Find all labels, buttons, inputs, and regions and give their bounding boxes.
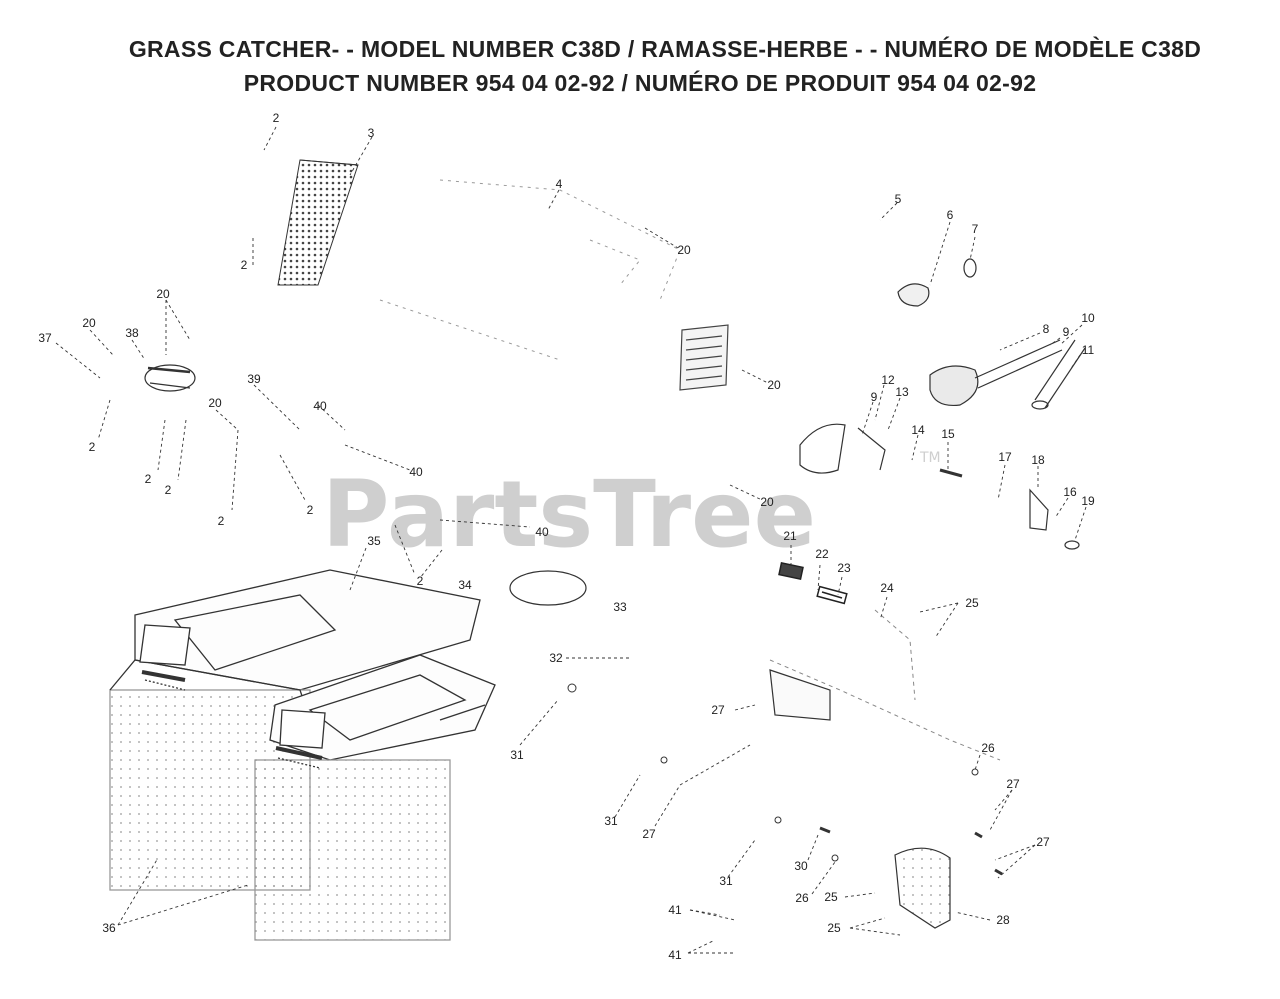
part-number-label: 28 bbox=[996, 913, 1010, 927]
part-number-label: 2 bbox=[307, 503, 314, 517]
part-number-label: 19 bbox=[1081, 494, 1095, 508]
part-number-label: 5 bbox=[895, 192, 902, 206]
part-number-label: 2 bbox=[218, 514, 225, 528]
part-number-label: 32 bbox=[549, 651, 563, 665]
part-number-label: 11 bbox=[1082, 343, 1095, 357]
part-number-label: 27 bbox=[642, 827, 656, 841]
part-number-label: 40 bbox=[313, 399, 327, 413]
part-number-label: 20 bbox=[760, 495, 774, 509]
part-number-label: 25 bbox=[965, 596, 979, 610]
vent-grille-part bbox=[679, 324, 729, 391]
part-number-label: 20 bbox=[677, 243, 691, 257]
part-number-label: 36 bbox=[102, 921, 116, 935]
mounting-bracket-part bbox=[894, 847, 951, 929]
part-number-label: 31 bbox=[604, 814, 618, 828]
latch-hook-parts bbox=[1029, 488, 1080, 550]
part-number-label: 34 bbox=[458, 578, 472, 592]
part-number-label: 14 bbox=[911, 423, 925, 437]
part-number-label: 27 bbox=[1006, 777, 1020, 791]
dump-handle-parts bbox=[897, 258, 1086, 410]
watermark: PartsTree TM bbox=[322, 450, 941, 568]
title-line-2: PRODUCT NUMBER 954 04 02-92 / NUMÉRO DE … bbox=[243, 70, 1037, 96]
part-number-label: 37 bbox=[38, 331, 52, 345]
part-number-label: 27 bbox=[1036, 835, 1050, 849]
part-number-label: 40 bbox=[535, 525, 549, 539]
part-number-label: 10 bbox=[1081, 311, 1095, 325]
part-number-label: 15 bbox=[941, 427, 955, 441]
part-number-label: 41 bbox=[668, 948, 682, 962]
frame-bracket-part bbox=[769, 609, 1001, 761]
part-number-label: 26 bbox=[981, 741, 995, 755]
part-number-label: 24 bbox=[880, 581, 894, 595]
part-number-label: 41 bbox=[668, 903, 682, 917]
part-number-label: 2 bbox=[145, 472, 152, 486]
part-number-label: 2 bbox=[241, 258, 248, 272]
part-number-label: 3 bbox=[368, 126, 375, 140]
hinge-bracket-part bbox=[144, 364, 196, 392]
part-number-label: 23 bbox=[837, 561, 851, 575]
diagram-title: GRASS CATCHER- - MODEL NUMBER C38D / RAM… bbox=[0, 32, 1280, 100]
part-number-label: 16 bbox=[1063, 485, 1077, 499]
part-number-label: 20 bbox=[208, 396, 222, 410]
hitch-plate-part bbox=[769, 669, 831, 721]
part-number-label: 25 bbox=[827, 921, 841, 935]
latch-bracket-parts bbox=[799, 423, 963, 478]
part-number-label: 40 bbox=[409, 465, 423, 479]
top-cover-part bbox=[379, 179, 681, 361]
part-number-label: 35 bbox=[367, 534, 381, 548]
part-number-label: 31 bbox=[510, 748, 524, 762]
part-number-label: 4 bbox=[556, 177, 563, 191]
leader-lines bbox=[55, 126, 1087, 954]
part-number-label: 2 bbox=[273, 111, 280, 125]
part-number-label: 33 bbox=[613, 600, 627, 614]
right-bag-part bbox=[254, 654, 496, 941]
part-number-label: 38 bbox=[125, 326, 139, 340]
part-number-label: 20 bbox=[767, 378, 781, 392]
part-number-label: 9 bbox=[1063, 325, 1070, 339]
watermark-trademark: TM bbox=[919, 450, 941, 466]
hardware-fasteners bbox=[567, 683, 1003, 876]
part-number-label: 26 bbox=[795, 891, 809, 905]
part-number-label: 8 bbox=[1043, 322, 1050, 336]
part-number-label: 22 bbox=[815, 547, 829, 561]
part-number-label: 18 bbox=[1031, 453, 1045, 467]
ring-part bbox=[509, 570, 587, 606]
part-number-label: 31 bbox=[719, 874, 733, 888]
part-number-label: 13 bbox=[895, 385, 909, 399]
part-number-label: 21 bbox=[783, 529, 797, 543]
part-number-label: 12 bbox=[881, 373, 895, 387]
part-number-label: 27 bbox=[711, 703, 725, 717]
part-number-label: 7 bbox=[972, 222, 979, 236]
part-number-label: 6 bbox=[947, 208, 954, 222]
part-number-label: 25 bbox=[824, 890, 838, 904]
part-number-label: 20 bbox=[82, 316, 96, 330]
part-number-label: 20 bbox=[156, 287, 170, 301]
title-line-1: GRASS CATCHER- - MODEL NUMBER C38D / RAM… bbox=[128, 36, 1202, 62]
watermark-text: PartsTree bbox=[322, 461, 816, 568]
part-number-label: 2 bbox=[417, 574, 424, 588]
spring-parts bbox=[778, 561, 848, 605]
part-number-label: 17 bbox=[998, 450, 1012, 464]
part-number-label: 39 bbox=[247, 372, 261, 386]
part-number-label: 30 bbox=[794, 859, 808, 873]
mesh-screen-part bbox=[277, 159, 359, 286]
part-number-label: 9 bbox=[871, 390, 878, 404]
part-number-label: 2 bbox=[165, 483, 172, 497]
part-number-label: 2 bbox=[89, 440, 96, 454]
